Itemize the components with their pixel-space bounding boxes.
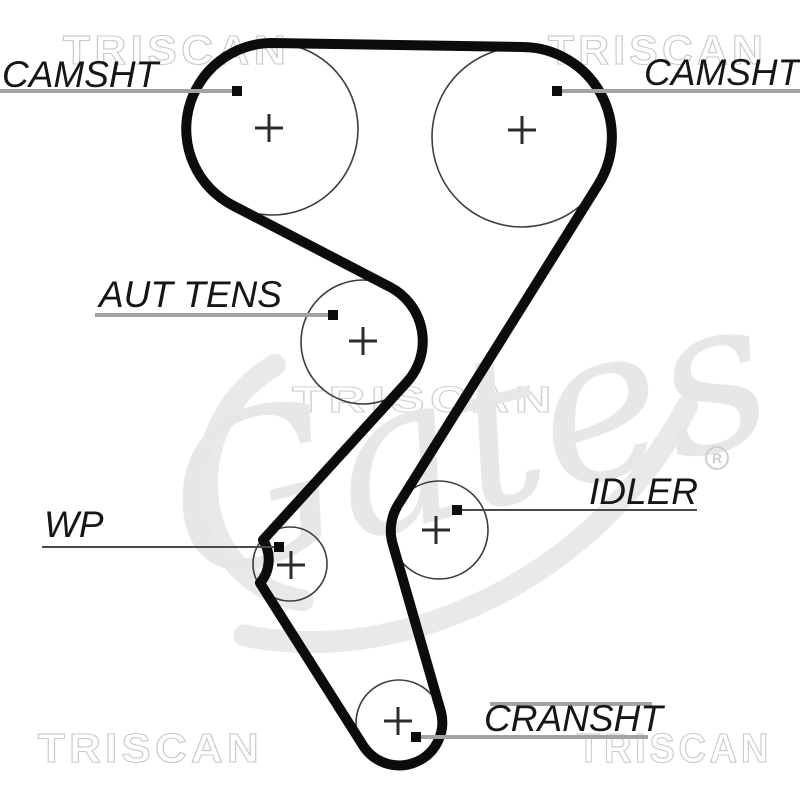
leader-dot-idler <box>452 505 462 515</box>
gates-swoosh-stroke <box>233 395 699 654</box>
center-cross-camshaft-right <box>508 116 536 144</box>
leader-dot-tensioner <box>328 310 338 320</box>
label-layer: CAMSHT CAMSHT AUT TENS WP IDLER CRANSHT <box>2 52 800 739</box>
center-cross-tensioner <box>349 327 377 355</box>
timing-belt-path <box>181 38 617 771</box>
triscan-watermark-bottom-left: TRISCAN <box>38 725 263 771</box>
label-idler: IDLER <box>589 471 698 512</box>
leader-dot-camshaft-right <box>552 86 562 96</box>
center-cross-layer <box>255 114 536 735</box>
center-cross-water-pump <box>277 551 305 579</box>
leader-dot-water-pump <box>274 542 284 552</box>
triscan-watermark-bottom-right: TRISCAN <box>577 725 772 771</box>
leader-line-layer <box>0 89 800 739</box>
triscan-watermark-center: TRISCAN <box>292 379 557 420</box>
pulley-circle-water-pump <box>252 526 328 602</box>
label-water-pump: WP <box>44 504 104 545</box>
label-crankshaft: CRANSHT <box>484 698 665 739</box>
watermark-layer: TRISCAN TRISCAN TRISCAN TRISCAN TRISCAN … <box>37 26 793 771</box>
label-tensioner: AUT TENS <box>97 274 282 315</box>
leader-dot-crankshaft <box>411 732 421 742</box>
label-camshaft-right: CAMSHT <box>644 52 800 93</box>
center-cross-crankshaft <box>384 707 412 735</box>
center-cross-idler <box>422 516 450 544</box>
center-cross-camshaft-left <box>255 114 283 142</box>
registered-circle <box>705 446 729 470</box>
label-camshaft-left: CAMSHT <box>2 54 161 95</box>
registered-letter: R <box>712 450 722 466</box>
registered-trademark-icon: R <box>705 446 729 470</box>
leader-dot-layer <box>232 86 562 742</box>
leader-dot-camshaft-left <box>232 86 242 96</box>
